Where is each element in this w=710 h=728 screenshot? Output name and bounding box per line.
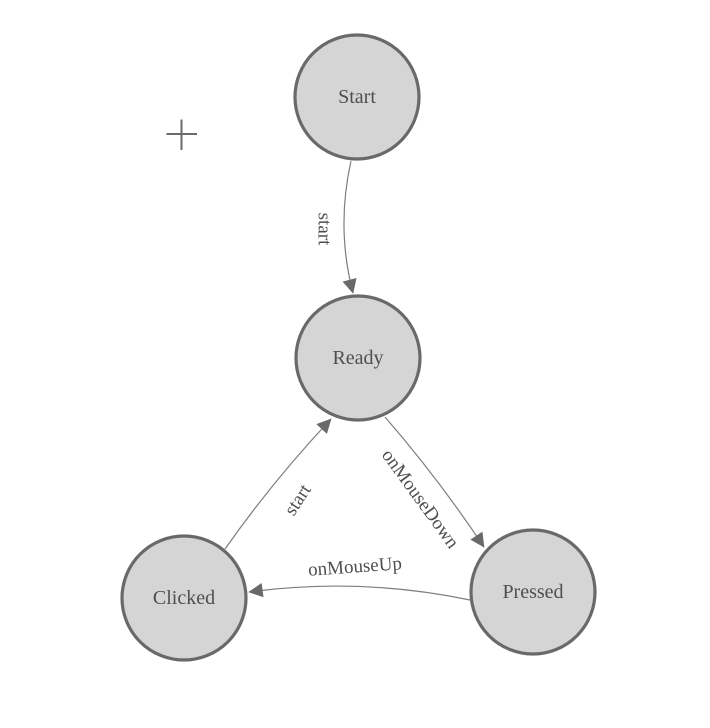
transition-label: start (314, 213, 335, 246)
state-label-ready: Ready (332, 347, 383, 369)
transition-arrow[interactable] (248, 583, 471, 601)
state-circle-ready[interactable] (294, 294, 422, 422)
edge-pressed-to-clicked: onMouseUp (248, 553, 471, 601)
node-pressed[interactable]: Pressed (469, 528, 597, 656)
edge-start-to-ready: start (314, 160, 357, 294)
node-start[interactable]: Start (293, 33, 421, 161)
node-ready[interactable]: Ready (294, 294, 422, 422)
state-label-pressed: Pressed (502, 581, 563, 603)
state-circle-pressed[interactable] (469, 528, 597, 656)
transition-label: onMouseUp (307, 553, 402, 581)
state-label-clicked: Clicked (153, 587, 215, 609)
edge-ready-to-pressed: onMouseDown (377, 416, 485, 553)
transition-label: start (280, 480, 316, 519)
state-circle-clicked[interactable] (120, 534, 248, 662)
transition-arrow[interactable] (224, 418, 332, 550)
node-clicked[interactable]: Clicked (120, 534, 248, 662)
state-circle-start[interactable] (293, 33, 421, 161)
state-label-start: Start (338, 86, 376, 108)
transition-arrow[interactable] (342, 160, 357, 294)
edge-clicked-to-ready: start (224, 418, 332, 550)
transition-arrow[interactable] (384, 416, 485, 548)
origin-crosshair-icon (166, 119, 197, 150)
